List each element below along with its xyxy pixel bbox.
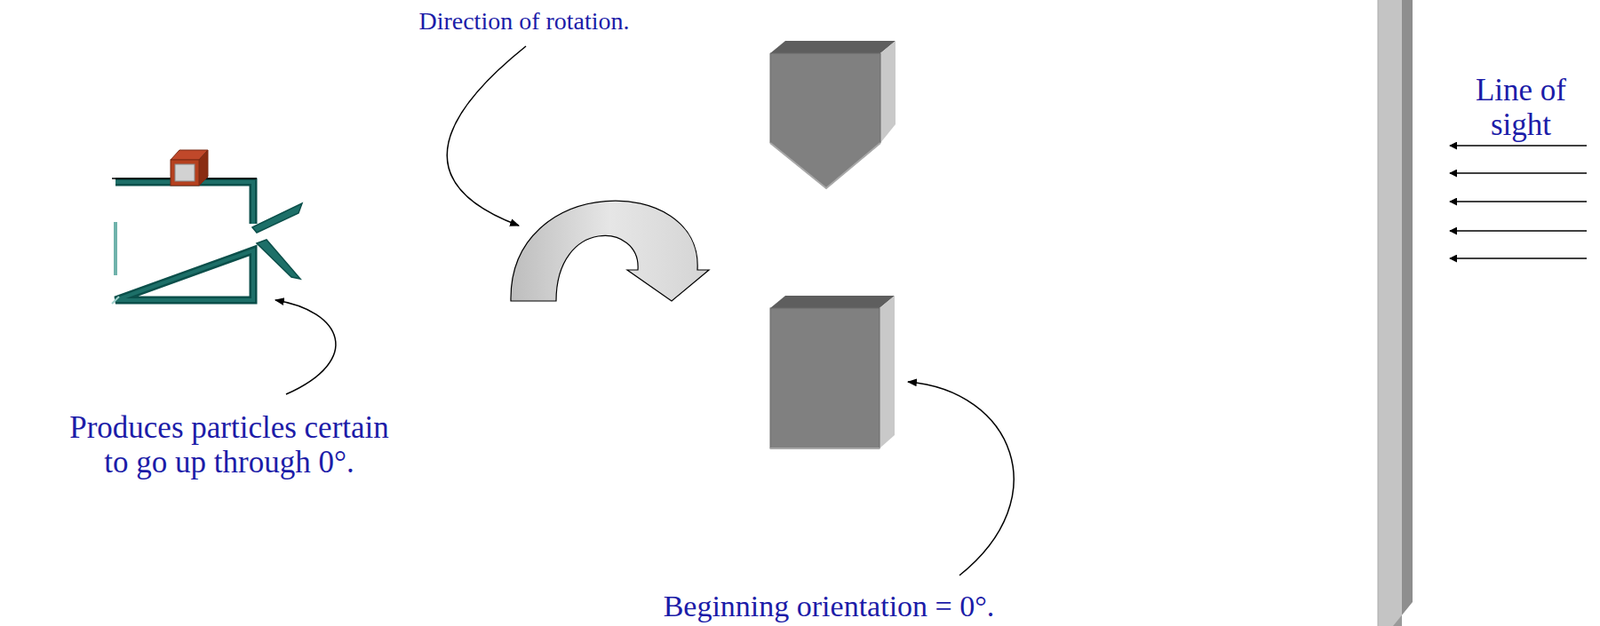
- sight-label: Line of sight: [1454, 72, 1588, 143]
- oven: [111, 178, 303, 304]
- leader-line: [446, 46, 526, 226]
- rotation-arrow: [510, 200, 709, 302]
- magnet-pole-flat: [770, 295, 895, 449]
- leader-line: [275, 300, 336, 395]
- source-cube: [170, 150, 208, 186]
- leader-line: [907, 382, 1014, 576]
- rotation-label: Direction of rotation.: [418, 7, 629, 35]
- magnet-pole-pointed: [770, 40, 896, 189]
- sight-arrows: [1449, 145, 1587, 259]
- screen: [1377, 0, 1413, 626]
- source-label: Produces particles certain to go up thro…: [7, 410, 452, 480]
- orientation-label: Beginning orientation = 0°.: [663, 589, 996, 624]
